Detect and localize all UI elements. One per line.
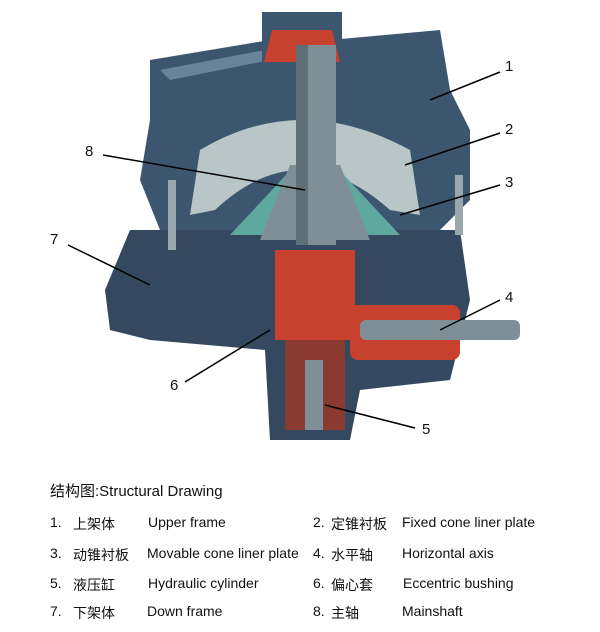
legend-num: 6. xyxy=(313,575,325,591)
legend-num: 3. xyxy=(50,545,62,561)
mainshaft-shade xyxy=(296,45,308,245)
callout-4: 4 xyxy=(505,289,514,306)
legend-en: Eccentric bushing xyxy=(403,575,514,591)
legend-title: 结构图:Structural Drawing xyxy=(50,483,223,500)
legend-zh: 水平轴 xyxy=(331,547,373,563)
bolt-left xyxy=(168,180,176,250)
legend-zh: 上架体 xyxy=(73,516,115,532)
leader-lines xyxy=(67,71,501,429)
callout-2: 2 xyxy=(505,121,514,138)
legend-en: Mainshaft xyxy=(402,603,463,619)
legend-en: Fixed cone liner plate xyxy=(402,514,536,530)
callout-6: 6 xyxy=(170,377,179,394)
callout-8: 8 xyxy=(85,143,94,160)
legend-num: 2. xyxy=(313,514,325,530)
legend-num: 4. xyxy=(313,545,325,561)
callout-1: 1 xyxy=(505,58,514,75)
legend-en: Down frame xyxy=(147,603,223,619)
legend-zh: 定锥衬板 xyxy=(331,516,387,532)
legend-en: Hydraulic cylinder xyxy=(148,575,259,591)
bolt-right xyxy=(455,175,463,235)
legend-num: 1. xyxy=(50,514,62,530)
legend-en: Upper frame xyxy=(148,514,226,530)
callout-3: 3 xyxy=(505,174,514,191)
legend-num: 7. xyxy=(50,603,62,619)
legend-zh: 动锥衬板 xyxy=(73,547,129,563)
legend-num: 8. xyxy=(313,603,325,619)
callout-5: 5 xyxy=(422,421,431,438)
hydraulic-piston xyxy=(305,360,323,430)
legend-en: Movable cone liner plate xyxy=(147,545,299,561)
legend-zh: 液压缸 xyxy=(73,577,115,593)
legend-zh: 主轴 xyxy=(331,605,359,621)
legend-num: 5. xyxy=(50,575,62,591)
cone-crusher-illustration xyxy=(67,12,520,440)
legend-en: Horizontal axis xyxy=(402,545,494,561)
eccentric-bushing xyxy=(275,250,355,340)
callout-7: 7 xyxy=(50,231,59,248)
legend-zh: 下架体 xyxy=(73,605,115,621)
upper-frame-highlight xyxy=(160,50,270,80)
legend-zh: 偏心套 xyxy=(331,577,373,593)
